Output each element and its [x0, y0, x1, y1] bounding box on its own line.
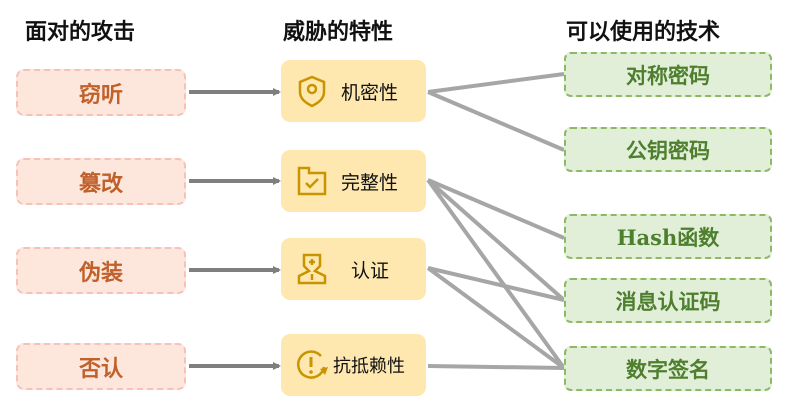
user-badge-icon: [297, 253, 327, 285]
attack-spoof: 伪装: [16, 247, 186, 294]
tech-digital-signature: 数字签名: [564, 346, 772, 391]
tech-symmetric-crypto: 对称密码: [564, 52, 772, 97]
header-properties: 威胁的特性: [283, 19, 394, 45]
tech-public-key-crypto: 公钥密码: [564, 127, 772, 172]
property-technique-link: [427, 72, 565, 94]
property-confidentiality: 机密性: [281, 60, 426, 122]
property-label: 抗抵赖性: [333, 356, 405, 377]
property-label: 机密性: [341, 81, 399, 104]
property-technique-link: [426, 266, 566, 370]
tech-mac: 消息认证码: [564, 278, 772, 323]
property-technique-link: [427, 90, 565, 152]
property-label: 认证: [351, 259, 390, 282]
tech-hash-function: Hash函数: [564, 214, 772, 259]
attack-repudiate: 否认: [16, 343, 186, 390]
property-technique-link: [426, 178, 566, 302]
property-authentication: 认证: [281, 238, 426, 300]
property-non-repudiation: 抗抵赖性: [281, 334, 426, 396]
property-technique-link: [426, 178, 566, 370]
attack-tamper: 篡改: [16, 158, 186, 205]
property-technique-link: [427, 364, 565, 370]
shield-icon: [298, 75, 326, 108]
header-attacks: 面对的攻击: [25, 19, 136, 45]
property-technique-link: [427, 266, 565, 302]
property-integrity: 完整性: [281, 150, 426, 212]
header-techniques: 可以使用的技术: [566, 19, 721, 45]
alert-refresh-icon: [296, 350, 328, 379]
property-technique-link: [427, 178, 565, 240]
property-label: 完整性: [341, 171, 399, 194]
attack-eavesdrop: 窃听: [16, 69, 186, 116]
folder-check-icon: [297, 166, 327, 196]
